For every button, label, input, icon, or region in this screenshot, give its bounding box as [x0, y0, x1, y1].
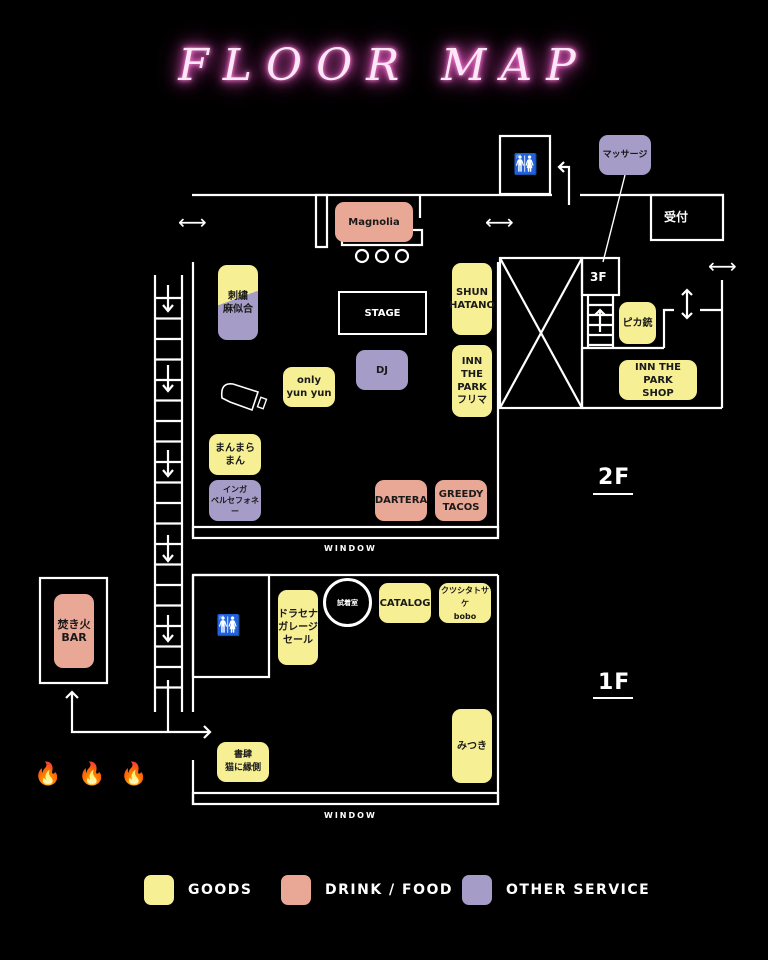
legend-label: OTHER SERVICE [506, 882, 651, 898]
atrium [498, 256, 584, 410]
floor-3f-label: 3F [590, 270, 607, 284]
booth-inga[interactable]: インガ ペルセフォネー [209, 480, 261, 521]
window-2f [191, 525, 500, 540]
window-1f [191, 791, 500, 806]
double-arrow-icon: ⟷ [178, 210, 207, 234]
takibi-area [38, 576, 109, 685]
campfire-icon: 🔥 [78, 762, 106, 787]
stairs-3f-box [580, 256, 621, 297]
legend-swatch-drink-food [281, 875, 311, 905]
booth-catalog[interactable]: CATALOG [379, 583, 431, 623]
double-arrow-icon: ⟷ [708, 254, 737, 278]
legend-swatch-other-service [462, 875, 492, 905]
booth-pika[interactable]: ピカ銃 [619, 302, 656, 344]
legend-other-service: OTHER SERVICE [462, 875, 650, 905]
stool [374, 248, 390, 264]
floor-label-1f: 1F [598, 670, 631, 695]
booth-shoshi[interactable]: 書肆 猫に縁側 [217, 742, 269, 782]
booth-massage[interactable]: マッサージ [599, 135, 651, 175]
stool [394, 248, 410, 264]
window-label-2f: WINDOW [324, 544, 377, 553]
stage: STAGE [338, 291, 427, 335]
booth-kutsushita[interactable]: クツシタトサケ bobo [439, 583, 491, 623]
stool [354, 248, 370, 264]
booth-inn-park-flea[interactable]: INN THE PARK フリマ [452, 345, 492, 417]
booth-shishu[interactable]: 刺繍 麻似合 [218, 265, 258, 340]
legend-swatch-goods [144, 875, 174, 905]
restroom-2f [498, 134, 552, 196]
booth-dorasena[interactable]: ドラセナ ガレージ セール [278, 590, 318, 665]
legend-label: GOODS [188, 882, 253, 898]
restroom-1f [191, 573, 271, 679]
booth-dj[interactable]: DJ [356, 350, 408, 390]
campfire-icon: 🔥 [120, 762, 148, 787]
booth-mitsuki[interactable]: みつき [452, 709, 492, 783]
booth-dartera[interactable]: DARTERA [375, 480, 427, 521]
booth-takibi-bar[interactable]: 焚き火 BAR [54, 594, 94, 668]
page-title: FLOOR MAP [178, 40, 590, 91]
fitting-room: 試着室 [323, 578, 372, 627]
floor-underline [593, 493, 633, 495]
floor-underline [593, 697, 633, 699]
bar-pillar [314, 193, 329, 249]
restroom-icon: 🚻 [513, 152, 538, 176]
booth-shun-hatano[interactable]: SHUN HATANO [449, 263, 495, 335]
stair-rungs [155, 285, 182, 689]
booth-inn-park-shop[interactable]: INN THE PARK SHOP [619, 360, 697, 400]
reception-box [649, 193, 725, 242]
window-label-1f: WINDOW [324, 811, 377, 820]
campfire-icon: 🔥 [34, 762, 62, 787]
double-arrow-icon: ⟷ [485, 210, 514, 234]
piano-icon [220, 382, 260, 412]
booth-only-yun-yun[interactable]: only yun yun [283, 367, 335, 407]
floor-label-2f: 2F [598, 465, 631, 490]
legend-label: DRINK / FOOD [325, 882, 454, 898]
legend-goods: GOODS [144, 875, 253, 905]
reception-label: 受付 [664, 210, 689, 224]
booth-magnolia[interactable]: Magnolia [335, 202, 413, 242]
booth-manmara[interactable]: まんまら まん [209, 434, 261, 475]
booth-greedy-tacos[interactable]: GREEDY TACOS [435, 480, 487, 521]
restroom-icon: 🚻 [216, 613, 241, 637]
legend-drink-food: DRINK / FOOD [281, 875, 453, 905]
